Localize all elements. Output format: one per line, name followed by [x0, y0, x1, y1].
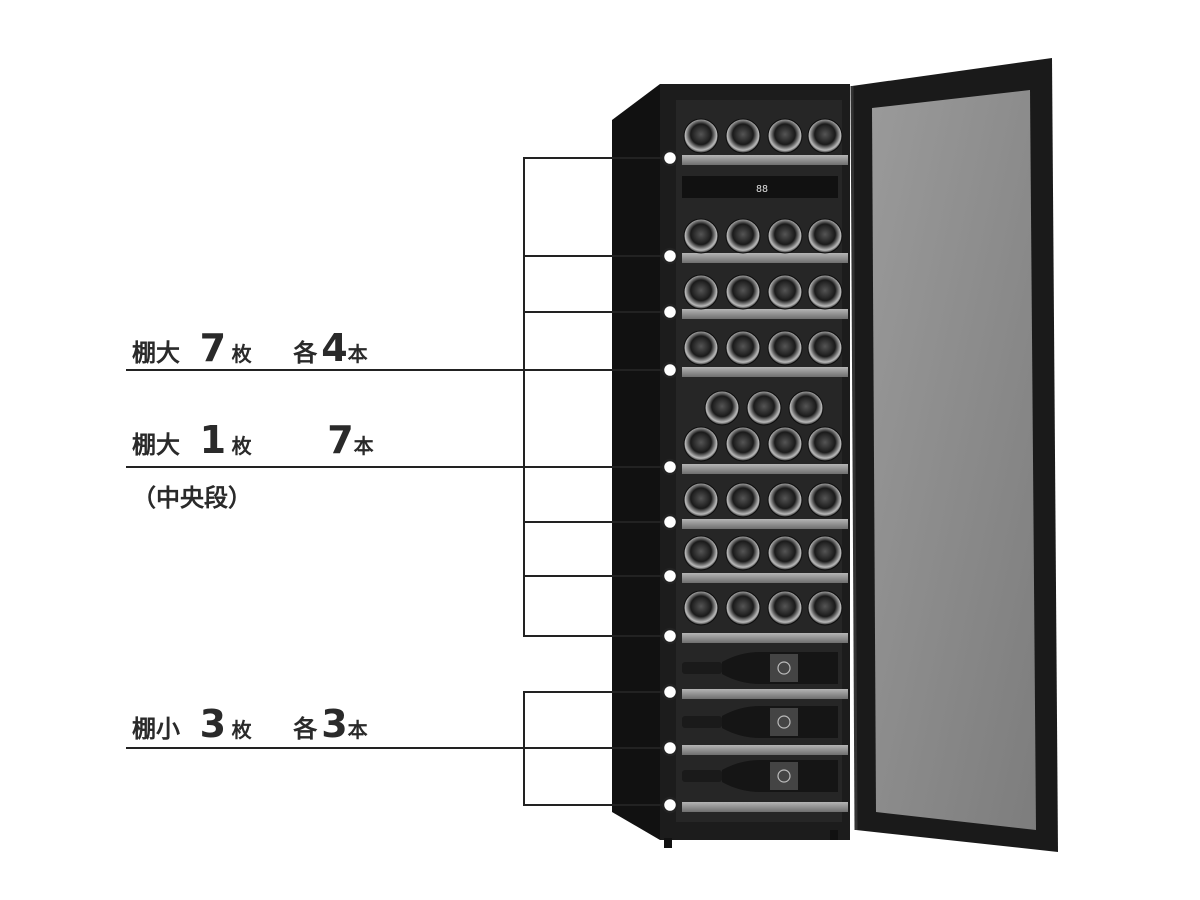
large-shelf-bottle-unit: 本 — [347, 342, 368, 366]
large-shelf-unit: 枚 — [231, 342, 252, 366]
bottle-2 — [725, 118, 761, 154]
bottle-17 — [683, 482, 719, 518]
callout-dot-10 — [661, 739, 679, 757]
large-shelf-bottles: 4 — [321, 326, 348, 370]
bottle-31 — [788, 390, 824, 426]
shelf-9 — [682, 689, 848, 699]
center-shelf-unit: 枚 — [231, 434, 252, 458]
cabinet-foot-left — [664, 838, 672, 848]
large-shelf-count: 7 — [199, 326, 227, 370]
center-shelf-count: 1 — [199, 418, 227, 462]
bottle-15 — [767, 330, 803, 366]
callout-dot-11 — [661, 796, 679, 814]
small-shelf-count: 3 — [199, 702, 227, 746]
display-digits: 88 — [756, 184, 768, 195]
bottle-10 — [725, 274, 761, 310]
cabinet-foot-right — [830, 830, 838, 840]
center-shelf-label: 棚大 1 枚 7本 — [132, 418, 374, 462]
bottle-6 — [725, 218, 761, 254]
shelf-4 — [682, 367, 848, 377]
shelf-7 — [682, 573, 848, 583]
small-shelf-bottles: 3 — [321, 702, 348, 746]
small-shelf-unit: 枚 — [231, 718, 252, 742]
callout-dot-2 — [661, 247, 679, 265]
bottle-24 — [807, 535, 843, 571]
shelf-6 — [682, 519, 848, 529]
callout-dots — [661, 149, 679, 814]
bottle-28 — [807, 590, 843, 626]
large-shelf-each: 各 — [293, 339, 318, 367]
bottle-34 — [767, 426, 803, 462]
bottle-14 — [725, 330, 761, 366]
bottle-side-2 — [682, 706, 838, 738]
large-shelf-word: 棚大 — [132, 339, 180, 367]
shelf-3 — [682, 309, 848, 319]
bottle-19 — [767, 482, 803, 518]
callout-dot-7 — [661, 567, 679, 585]
bottle-16 — [807, 330, 843, 366]
small-shelf-bottle-unit: 本 — [347, 718, 368, 742]
callout-dot-9 — [661, 683, 679, 701]
shelf-10 — [682, 745, 848, 755]
shelf-11 — [682, 802, 848, 812]
bottle-30 — [746, 390, 782, 426]
door-glass — [872, 90, 1036, 830]
small-shelf-word: 棚小 — [132, 715, 180, 743]
shelves — [682, 155, 848, 812]
control-panel — [682, 176, 838, 198]
shelf-2 — [682, 253, 848, 263]
bottle-20 — [807, 482, 843, 518]
callout-dot-1 — [661, 149, 679, 167]
callout-dot-5 — [661, 458, 679, 476]
small-shelf-each: 各 — [293, 715, 318, 743]
bottle-21 — [683, 535, 719, 571]
bottle-35 — [807, 426, 843, 462]
bottle-27 — [767, 590, 803, 626]
bottle-5 — [683, 218, 719, 254]
bottle-side-3 — [682, 760, 838, 792]
bottles — [682, 118, 843, 792]
callout-dot-3 — [661, 303, 679, 321]
callout-lines — [126, 157, 670, 806]
door-edge — [850, 85, 858, 831]
bottle-18 — [725, 482, 761, 518]
bottle-side-1 — [682, 652, 838, 684]
callout-dot-6 — [661, 513, 679, 531]
shelf-8 — [682, 633, 848, 643]
bottle-22 — [725, 535, 761, 571]
callout-dot-4 — [661, 361, 679, 379]
bottle-9 — [683, 274, 719, 310]
bottle-29 — [704, 390, 740, 426]
center-shelf-bottle-unit: 本 — [353, 434, 374, 458]
bottle-26 — [725, 590, 761, 626]
bottle-8 — [807, 218, 843, 254]
bottle-13 — [683, 330, 719, 366]
bottle-7 — [767, 218, 803, 254]
center-shelf-bottles: 7 — [327, 418, 354, 462]
shelf-5 — [682, 464, 848, 474]
callout-dot-8 — [661, 627, 679, 645]
bottle-32 — [683, 426, 719, 462]
center-shelf-note: （中央段） — [132, 484, 252, 512]
cabinet-side — [612, 84, 660, 840]
bottle-25 — [683, 590, 719, 626]
shelf-1 — [682, 155, 848, 165]
bottle-33 — [725, 426, 761, 462]
bottle-23 — [767, 535, 803, 571]
bottle-12 — [807, 274, 843, 310]
bottle-11 — [767, 274, 803, 310]
bottle-4 — [807, 118, 843, 154]
bottle-1 — [683, 118, 719, 154]
center-shelf-word: 棚大 — [132, 431, 180, 459]
bottle-3 — [767, 118, 803, 154]
large-shelf-bracket — [523, 157, 670, 637]
